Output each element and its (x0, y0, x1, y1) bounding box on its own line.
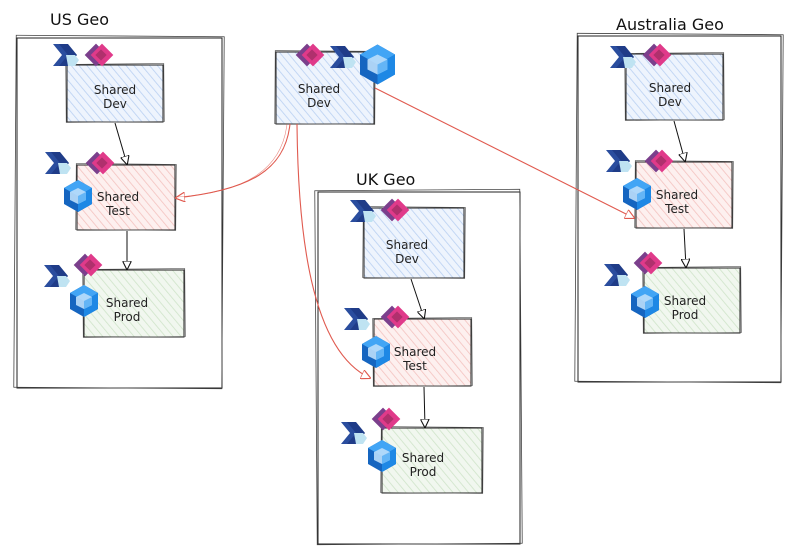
geo-australia: Australia Geo Shared Dev Shared Test (574, 15, 784, 384)
env-label-uk-prod-line2: Prod (410, 465, 437, 479)
env-label-au-prod-line2: Prod (672, 308, 699, 322)
connector-central-to-au-test (374, 87, 634, 218)
env-box-us-dev[interactable]: Shared Dev (65, 63, 165, 123)
env-label-uk-test-line2: Test (402, 359, 427, 373)
env-label-au-test-line2: Test (664, 202, 689, 216)
env-label-us-prod-line1: Shared (106, 296, 148, 310)
power-automate-icon (350, 200, 376, 222)
geo-container-australia (574, 32, 784, 384)
env-label-uk-dev-line2: Dev (395, 252, 419, 266)
connector-central-to-uk-test (296, 123, 370, 378)
env-box-uk-test[interactable]: Shared Test (372, 317, 473, 387)
power-automate-icon (606, 150, 632, 172)
env-label-us-dev-line2: Dev (103, 97, 127, 111)
geo-container-us (13, 34, 225, 390)
geo-title-uk: UK Geo (356, 170, 415, 189)
env-label-uk-test-line1: Shared (394, 345, 436, 359)
env-box-uk-prod[interactable]: Shared Prod (380, 426, 484, 494)
env-label-us-test-line1: Shared (97, 190, 139, 204)
env-label-au-dev-line1: Shared (649, 81, 691, 95)
geo-us: US Geo Shared Dev Shared Test Shared (13, 10, 225, 390)
geo-uk: UK Geo Shared Dev Shared Test Shared (314, 170, 523, 546)
geo-container-uk (314, 188, 523, 546)
central-shared-dev[interactable]: Shared Dev (274, 50, 376, 125)
env-label-uk-dev-line1: Shared (386, 238, 428, 252)
power-apps-icon (84, 43, 114, 67)
env-box-uk-dev[interactable]: Shared Dev (362, 206, 466, 279)
env-box-au-test[interactable]: Shared Test (634, 160, 734, 229)
connector-central-to-us-test-sketch (177, 123, 288, 198)
env-label-au-prod-line1: Shared (664, 294, 706, 308)
arrow-au-dev-to-test (673, 120, 685, 161)
power-automate-icon (44, 265, 70, 287)
env-label-au-test-line1: Shared (656, 188, 698, 202)
geo-title-us: US Geo (50, 10, 109, 29)
env-label-us-test-line2: Test (105, 204, 130, 218)
arrow-uk-dev-to-test (410, 278, 424, 318)
power-automate-icon (53, 44, 79, 66)
central-label-line1: Shared (298, 82, 340, 96)
env-label-au-dev-line2: Dev (658, 95, 682, 109)
arrow-us-dev-to-test (114, 122, 127, 164)
power-automate-icon (604, 264, 630, 286)
power-automate-icon (45, 152, 71, 174)
env-box-au-dev[interactable]: Shared Dev (624, 52, 725, 121)
env-label-us-dev-line1: Shared (94, 83, 136, 97)
env-label-uk-prod-line1: Shared (402, 451, 444, 465)
env-box-us-prod[interactable]: Shared Prod (82, 268, 186, 338)
power-automate-icon (341, 422, 367, 444)
geo-title-australia: Australia Geo (616, 15, 724, 34)
power-automate-icon (344, 308, 370, 330)
env-label-us-prod-line2: Prod (114, 310, 141, 324)
central-deployment-connectors (176, 87, 634, 378)
arrow-uk-test-to-prod (424, 386, 425, 427)
central-label-line2: Dev (307, 96, 331, 110)
power-automate-icon (610, 46, 636, 68)
env-box-au-prod[interactable]: Shared Prod (642, 266, 742, 334)
arrow-au-test-to-prod (684, 228, 686, 267)
